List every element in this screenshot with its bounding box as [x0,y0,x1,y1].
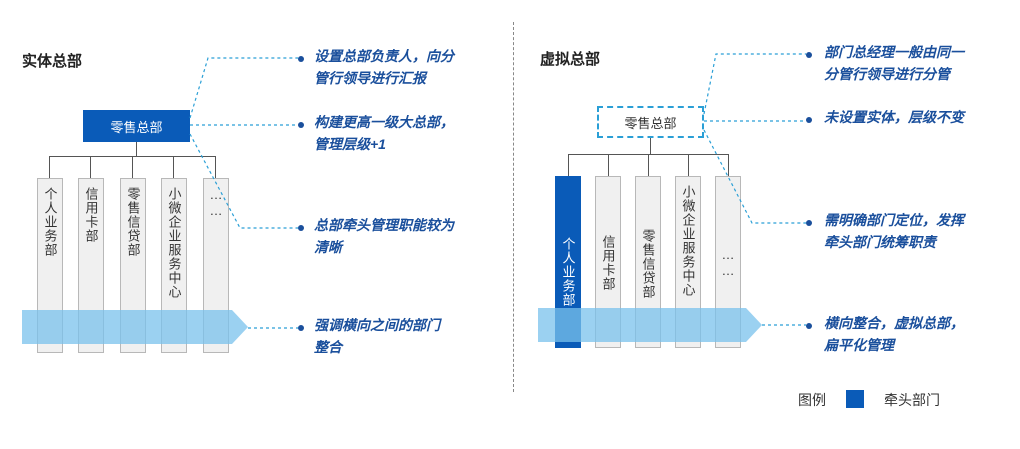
right-connector-1 [703,53,806,115]
left-note-1: 设置总部负责人，向分管行领导进行汇报 [314,48,454,86]
right-note-4-dot [806,323,812,329]
right-note-4: 横向整合，虚拟总部，扁平化管理 [824,315,964,353]
left-note-3: 总部牵头管理职能较为清晰 [314,217,454,255]
right-connector-3 [703,129,806,224]
left-note-4-dot [298,325,304,331]
legend-item-lead-dept: 牵头部门 [884,392,940,408]
left-connector-3 [189,133,298,229]
left-hq-box: 零售总部 [83,110,190,142]
legend-label: 图例 [798,392,826,408]
right-note-3-dot [806,220,812,226]
left-note-3-dot [298,225,304,231]
legend-lead-swatch [846,390,864,408]
right-note-2: 未设置实体，层级不变 [824,109,964,125]
left-tree-trunk [136,142,137,156]
right-tree-trunk [650,138,651,154]
left-note-2: 构建更高一级大总部，管理层级+1 [314,114,454,152]
right-note-1: 部门总经理一般由同一分管行领导进行分管 [824,44,964,82]
left-note-1-dot [298,56,304,62]
left-title: 实体总部 [22,53,83,70]
left-note-2-dot [298,122,304,128]
left-connector-1 [189,57,298,119]
right-note-3: 需明确部门定位，发挥牵头部门统筹职责 [824,212,964,250]
right-note-1-dot [806,52,812,58]
right-note-2-dot [806,117,812,123]
panel-divider [513,22,514,392]
left-note-4: 强调横向之间的部门整合 [314,317,440,355]
right-title: 虚拟总部 [540,51,601,68]
right-integration-band [538,308,762,342]
left-integration-band [22,310,248,344]
right-hq-box: 零售总部 [597,106,704,138]
